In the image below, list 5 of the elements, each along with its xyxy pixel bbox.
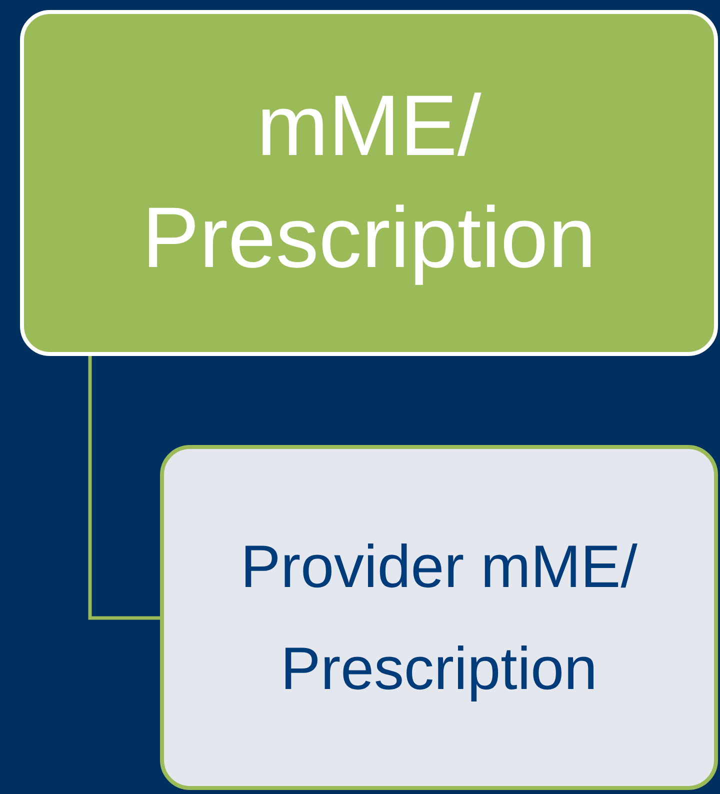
box-label: Provider mME/ Prescription (240, 532, 638, 704)
process-box (20, 10, 718, 356)
connector-line (88, 356, 160, 620)
box-label: mME/ Prescription (140, 77, 598, 288)
process-box (160, 445, 718, 790)
